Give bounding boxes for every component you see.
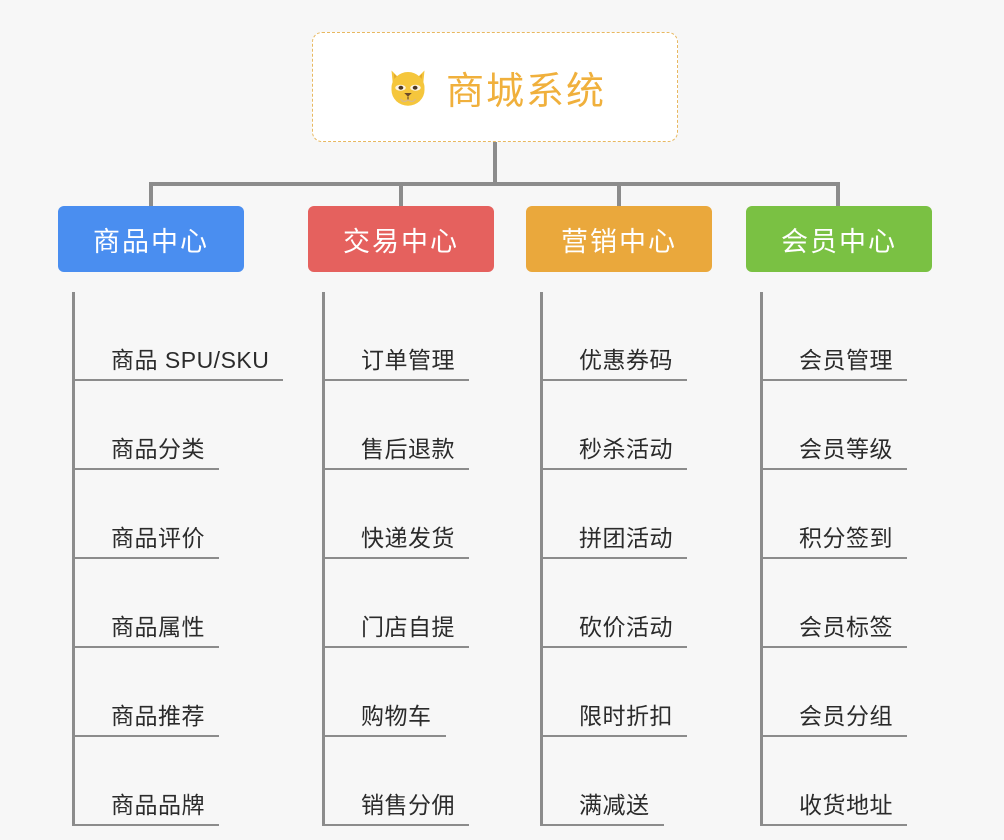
list-item[interactable]: 销售分佣 [325, 737, 494, 826]
category-box-member-center[interactable]: 会员中心 [746, 206, 932, 272]
list-item[interactable]: 满减送 [543, 737, 712, 826]
list-item[interactable]: 快递发货 [325, 470, 494, 559]
list-item[interactable]: 商品属性 [75, 559, 244, 648]
connector-horizontal-bus [149, 182, 840, 186]
list-item-label: 商品推荐 [75, 703, 219, 737]
list-item-label: 收货地址 [763, 792, 907, 826]
list-item[interactable]: 积分签到 [763, 470, 932, 559]
category-box-product-center[interactable]: 商品中心 [58, 206, 244, 272]
list-item-label: 秒杀活动 [543, 436, 687, 470]
list-item-label: 商品分类 [75, 436, 219, 470]
category-title: 商品中心 [93, 226, 209, 257]
list-item-label: 会员分组 [763, 703, 907, 737]
category-title: 会员中心 [781, 226, 897, 257]
list-item[interactable]: 拼团活动 [543, 470, 712, 559]
item-list: 优惠券码秒杀活动拼团活动砍价活动限时折扣满减送 [540, 292, 712, 826]
connector-drop-3 [617, 182, 621, 208]
shiba-dog-icon [384, 63, 432, 111]
list-item[interactable]: 会员等级 [763, 381, 932, 470]
list-item[interactable]: 门店自提 [325, 559, 494, 648]
column-trade-center: 交易中心订单管理售后退款快递发货门店自提购物车销售分佣 [308, 206, 494, 826]
list-item[interactable]: 商品分类 [75, 381, 244, 470]
list-item-label: 售后退款 [325, 436, 469, 470]
list-item[interactable]: 商品评价 [75, 470, 244, 559]
list-item-label: 购物车 [325, 703, 446, 737]
item-list: 会员管理会员等级积分签到会员标签会员分组收货地址 [760, 292, 932, 826]
list-item[interactable]: 限时折扣 [543, 648, 712, 737]
list-item[interactable]: 商品推荐 [75, 648, 244, 737]
list-item[interactable]: 商品品牌 [75, 737, 244, 826]
list-item[interactable]: 秒杀活动 [543, 381, 712, 470]
list-item[interactable]: 收货地址 [763, 737, 932, 826]
list-item[interactable]: 订单管理 [325, 292, 494, 381]
connector-drop-1 [149, 182, 153, 208]
category-title: 营销中心 [561, 226, 677, 257]
list-item-label: 商品属性 [75, 614, 219, 648]
list-item[interactable]: 购物车 [325, 648, 494, 737]
list-item-label: 会员管理 [763, 347, 907, 381]
connector-root-stem [493, 142, 497, 186]
list-item-label: 销售分佣 [325, 792, 469, 826]
category-box-trade-center[interactable]: 交易中心 [308, 206, 494, 272]
connector-drop-4 [836, 182, 840, 208]
list-item-label: 优惠券码 [543, 347, 687, 381]
root-node[interactable]: 商城系统 [312, 32, 678, 142]
list-item[interactable]: 会员分组 [763, 648, 932, 737]
list-item-label: 满减送 [543, 792, 664, 826]
list-item[interactable]: 会员标签 [763, 559, 932, 648]
item-list: 商品 SPU/SKU 商品分类商品评价商品属性商品推荐商品品牌 [72, 292, 284, 826]
root-title: 商城系统 [445, 70, 606, 113]
list-item[interactable]: 砍价活动 [543, 559, 712, 648]
list-item-label: 商品评价 [75, 525, 219, 559]
list-item-label: 订单管理 [325, 347, 469, 381]
list-item[interactable]: 优惠券码 [543, 292, 712, 381]
list-item-label: 积分签到 [763, 525, 907, 559]
category-title: 交易中心 [343, 226, 459, 257]
list-item-label: 砍价活动 [543, 614, 687, 648]
list-item-label: 商品品牌 [75, 792, 219, 826]
list-item-label: 门店自提 [325, 614, 469, 648]
column-product-center: 商品中心商品 SPU/SKU 商品分类商品评价商品属性商品推荐商品品牌 [58, 206, 284, 826]
list-item-label: 会员等级 [763, 436, 907, 470]
category-box-marketing-center[interactable]: 营销中心 [526, 206, 712, 272]
list-item-label: 商品 SPU/SKU [75, 347, 284, 381]
connector-drop-2 [399, 182, 403, 208]
list-item-label: 拼团活动 [543, 525, 687, 559]
list-item[interactable]: 会员管理 [763, 292, 932, 381]
list-item[interactable]: 商品 SPU/SKU [75, 292, 284, 381]
list-item[interactable]: 售后退款 [325, 381, 494, 470]
list-item-label: 会员标签 [763, 614, 907, 648]
item-list: 订单管理售后退款快递发货门店自提购物车销售分佣 [322, 292, 494, 826]
list-item-label: 快递发货 [325, 525, 469, 559]
column-marketing-center: 营销中心优惠券码秒杀活动拼团活动砍价活动限时折扣满减送 [526, 206, 712, 826]
list-item-label: 限时折扣 [543, 703, 687, 737]
column-member-center: 会员中心会员管理会员等级积分签到会员标签会员分组收货地址 [746, 206, 932, 826]
